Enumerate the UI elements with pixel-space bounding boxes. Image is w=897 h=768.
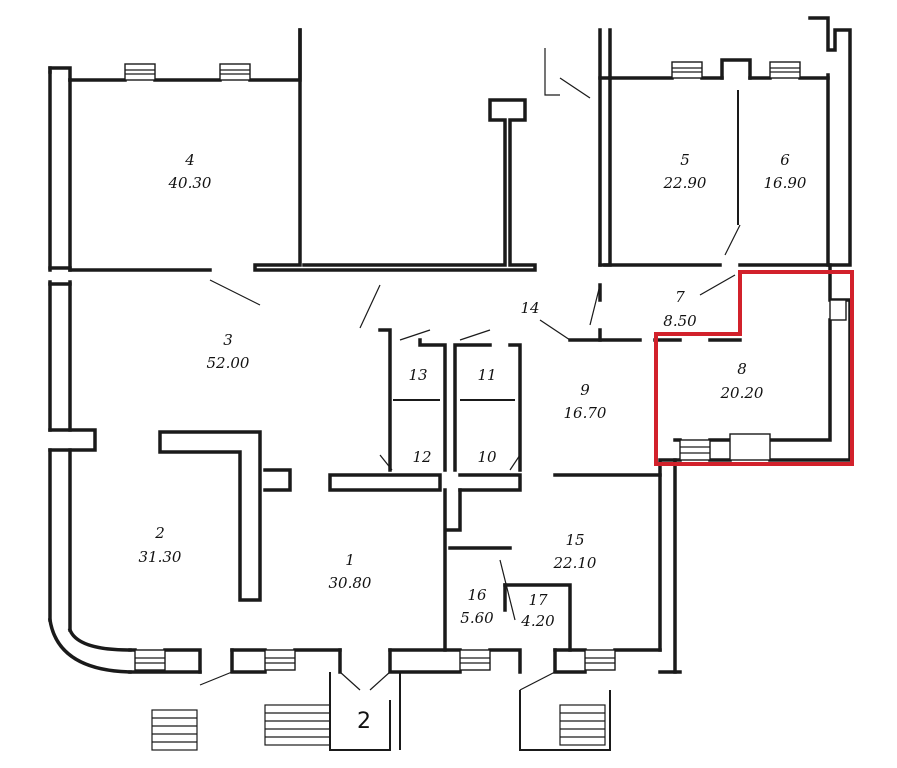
interior-walls — [68, 28, 830, 652]
room-5-area: 22.90 — [663, 174, 707, 192]
room-5-number: 5 — [680, 151, 690, 169]
windows — [124, 61, 847, 671]
room-13-label: 13 — [408, 366, 427, 384]
room-2-area: 31.30 — [139, 548, 182, 566]
entrance-label: 2 — [357, 709, 371, 734]
room-3-number: 3 — [223, 331, 233, 349]
room-3-area: 52.00 — [207, 354, 250, 372]
room-2-number: 2 — [154, 524, 165, 542]
room-12-label: 12 — [412, 448, 431, 466]
room-17-area: 4.20 — [520, 612, 555, 630]
room-10-label: 10 — [477, 448, 497, 466]
room-15-area: 22.10 — [553, 554, 597, 572]
room-16-area: 5.60 — [460, 609, 494, 627]
room-labels: 4 40.30 3 52.00 2 31.30 1 30.80 5 22.90 … — [139, 151, 807, 734]
room-11-label: 11 — [477, 366, 496, 384]
room-1-number: 1 — [345, 551, 355, 569]
room-14-label: 14 — [520, 299, 539, 317]
room-8-number: 8 — [737, 360, 747, 378]
room-4-area: 40.30 — [168, 174, 212, 192]
room-8-highlight — [654, 270, 854, 466]
stairs — [151, 672, 611, 751]
room-8-area: 20.20 — [720, 384, 764, 402]
room-15-number: 15 — [565, 531, 584, 549]
room-7-number: 7 — [675, 288, 685, 306]
room-17-number: 17 — [528, 591, 548, 609]
room-1-area: 30.80 — [329, 574, 372, 592]
room-16-number: 16 — [467, 586, 487, 604]
room-9-number: 9 — [580, 381, 590, 399]
room-6-number: 6 — [780, 151, 790, 169]
room-6-area: 16.90 — [764, 174, 807, 192]
outer-walls — [47, 16, 852, 674]
room-7-area: 8.50 — [663, 312, 697, 330]
door-swings — [199, 48, 741, 691]
room-4-number: 4 — [184, 151, 195, 169]
room-9-area: 16.70 — [564, 404, 607, 422]
